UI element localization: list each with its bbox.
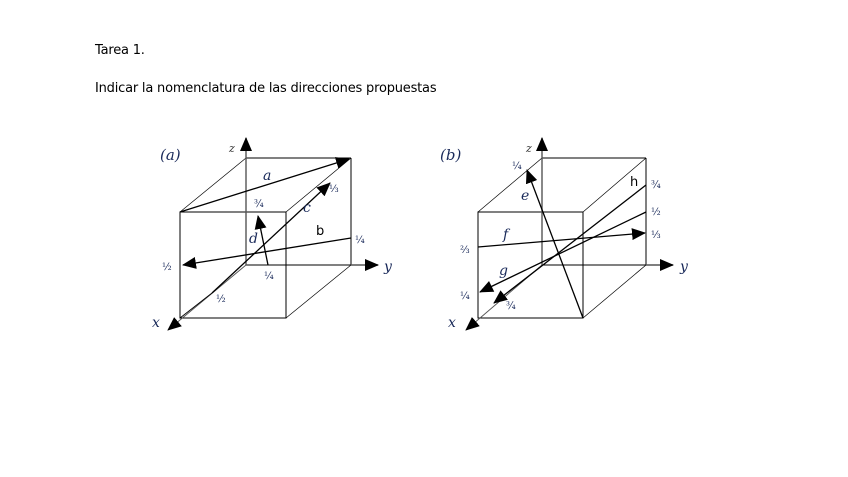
figure-label-b: (b) bbox=[440, 146, 461, 164]
vector-e bbox=[525, 169, 584, 319]
fraction-f-end-b: ⅓ bbox=[651, 230, 661, 241]
fraction-e-end-b: ¼ bbox=[512, 161, 522, 172]
vector-label-d: d bbox=[249, 231, 258, 247]
vector-label-a: a bbox=[263, 168, 271, 184]
vector-label-h: h bbox=[630, 175, 638, 190]
vector-label-c: c bbox=[303, 200, 311, 216]
vector-d bbox=[254, 215, 269, 266]
task-instruction: Indicar la nomenclatura de las direccion… bbox=[95, 81, 437, 96]
fraction-g-end-b: ¼ bbox=[460, 291, 470, 302]
fraction-c-start-a: ½ bbox=[216, 294, 226, 305]
fraction-f-start-b: ⅔ bbox=[460, 245, 470, 256]
axis-label-x-a: x bbox=[152, 315, 160, 331]
cube-b-edges bbox=[477, 157, 647, 319]
cube-a-edges bbox=[179, 157, 352, 319]
vector-c bbox=[211, 182, 331, 294]
vector-b bbox=[182, 237, 352, 269]
axis-label-z-a: z bbox=[228, 142, 235, 155]
fraction-b-start-a: ¼ bbox=[355, 235, 365, 246]
vector-a bbox=[179, 157, 350, 213]
axis-label-y-a: y bbox=[383, 259, 393, 275]
axis-label-x-b: x bbox=[448, 315, 456, 331]
fraction-g-start-b: ½ bbox=[651, 207, 661, 218]
fraction-h-start-b: ¾ bbox=[651, 180, 661, 191]
vector-label-f: f bbox=[502, 227, 511, 243]
cube-a-axes bbox=[167, 137, 379, 331]
vector-g bbox=[479, 211, 647, 293]
fraction-h-end-b: ¾ bbox=[506, 301, 516, 312]
fraction-c-end-a: ⅓ bbox=[329, 184, 339, 195]
cube-figure-b: (b) z y x e f g h ¼ ¾ bbox=[440, 137, 689, 331]
task-title: Tarea 1. bbox=[95, 43, 145, 58]
x-axis-a bbox=[167, 264, 247, 331]
fraction-b-end-a: ½ bbox=[162, 262, 172, 273]
vector-label-b: b bbox=[316, 224, 324, 239]
fraction-d-start-a: ¼ bbox=[264, 271, 274, 282]
vector-h bbox=[493, 184, 647, 304]
vector-label-g: g bbox=[499, 263, 508, 279]
fraction-d-end-a: ¾ bbox=[254, 199, 264, 210]
figure-label-a: (a) bbox=[160, 146, 181, 164]
cube-figure-a: (a) z y x a b bbox=[152, 137, 393, 331]
vector-c-tail bbox=[179, 292, 213, 319]
axis-label-y-b: y bbox=[679, 259, 689, 275]
vector-label-e: e bbox=[521, 188, 529, 204]
vector-f bbox=[477, 228, 646, 248]
axis-label-z-b: z bbox=[525, 142, 532, 155]
